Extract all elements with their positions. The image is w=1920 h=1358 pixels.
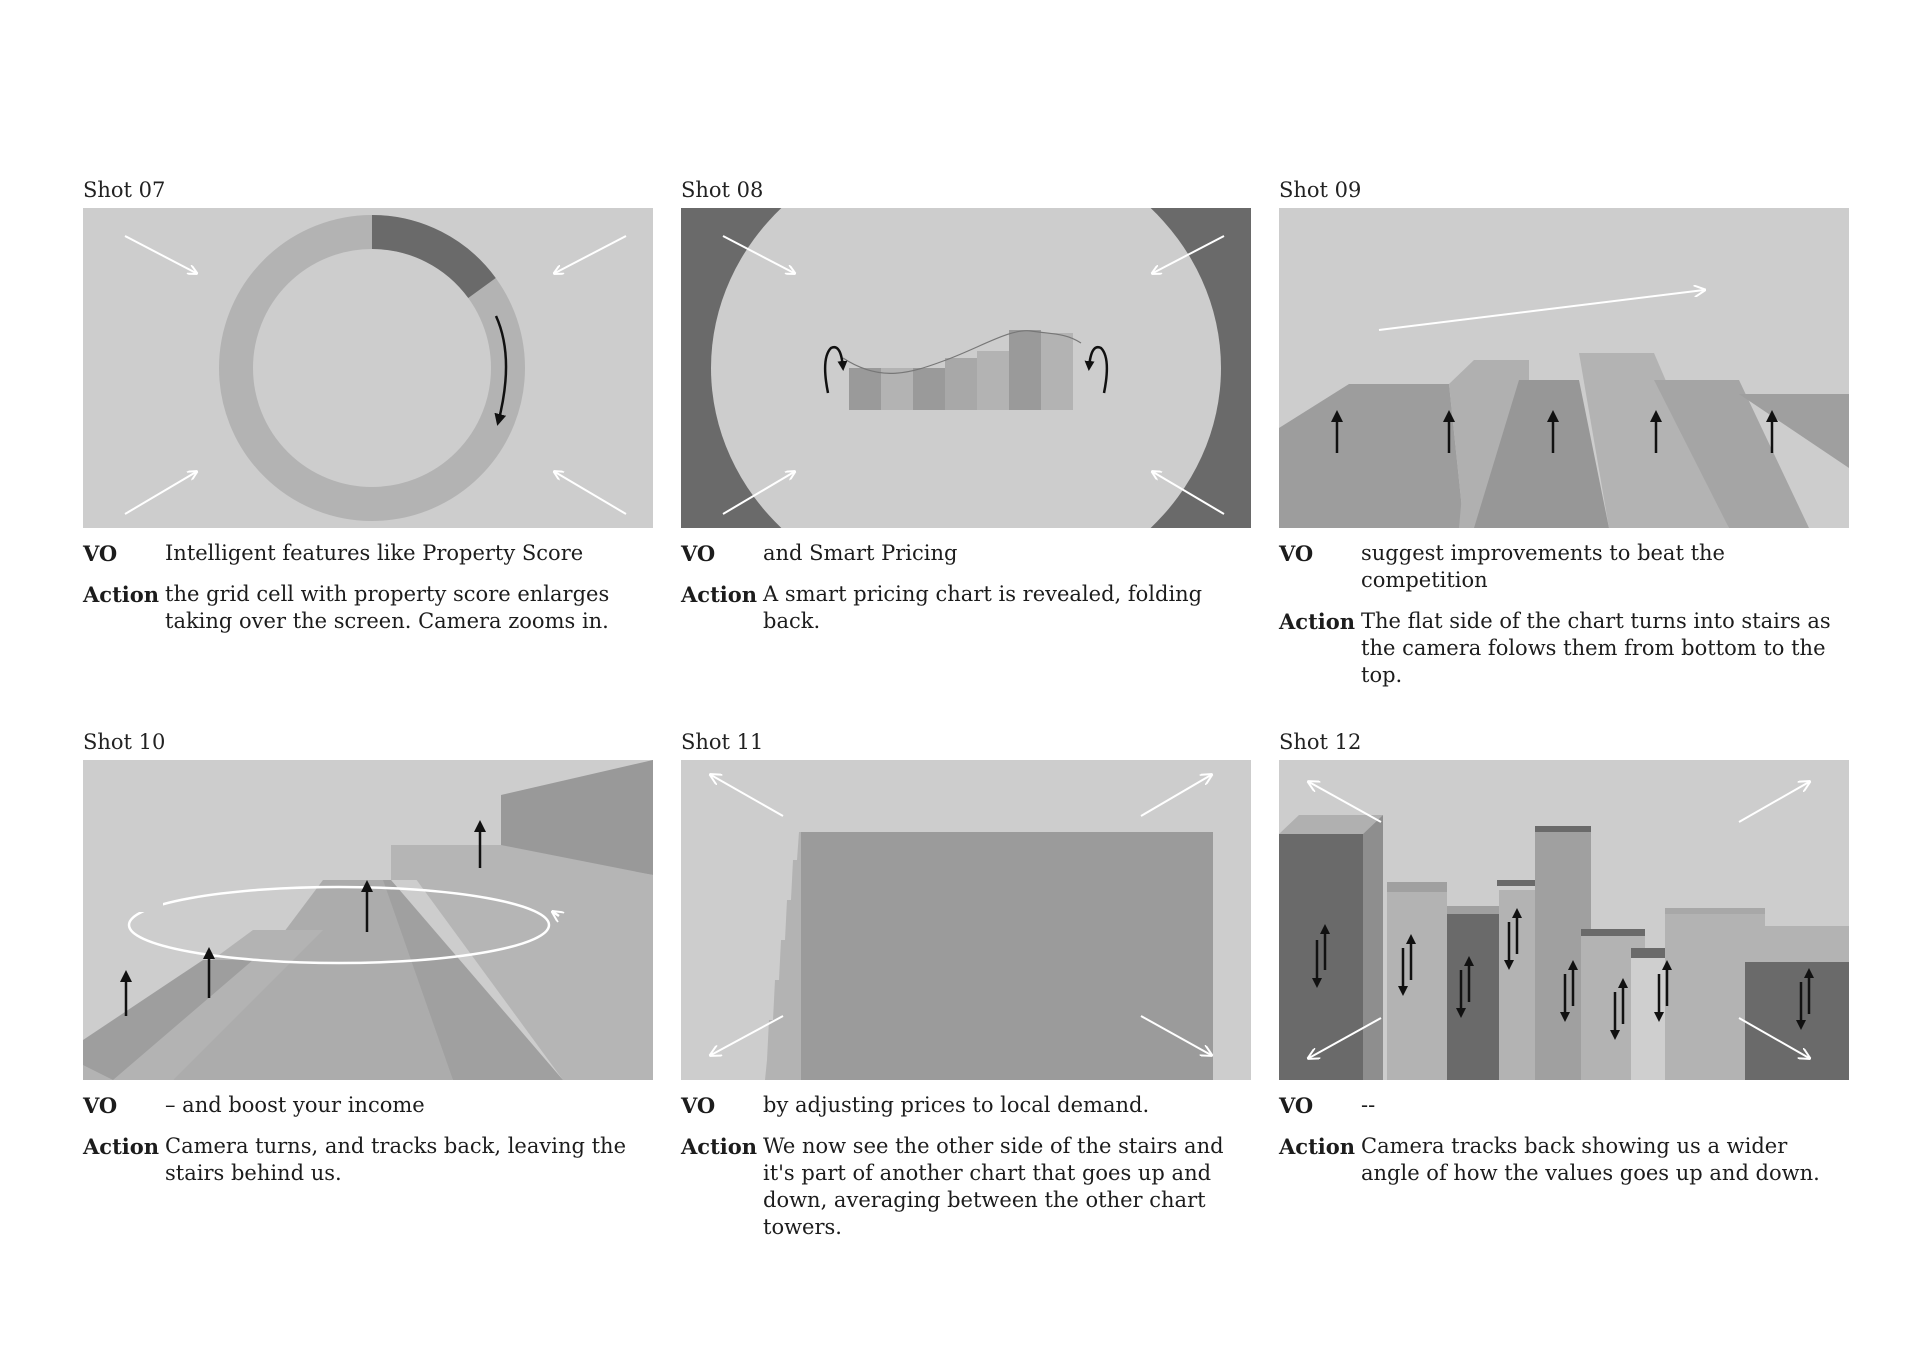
shot-title: Shot 12: [1279, 730, 1362, 754]
action-label: Action: [681, 1134, 758, 1159]
curved-arrow-icon: [494, 315, 508, 426]
property-score-ring-illustration: [83, 208, 653, 528]
zoom-in-arrows-icon: [722, 235, 1225, 515]
action-text: The flat side of the chart turns into st…: [1361, 609, 1831, 687]
action-label: Action: [83, 1134, 160, 1159]
shot-title: Shot 11: [681, 730, 764, 754]
shot-title: Shot 10: [83, 730, 166, 754]
shot-title: Shot 08: [681, 178, 764, 202]
action-text: We now see the other side of the stairs …: [763, 1134, 1224, 1239]
shot-frame: [681, 208, 1251, 528]
vo-text: – and boost your income: [165, 1093, 425, 1117]
shot-09: Shot 09: [1279, 178, 1849, 703]
chart-tower-backside: [801, 832, 1213, 1080]
score-ring-fill: [371, 215, 496, 299]
action-text: A smart pricing chart is revealed, foldi…: [763, 582, 1203, 633]
shot-08: Shot 08: [681, 178, 1251, 649]
shot-07: Shot 07: [83, 178, 653, 649]
pricing-bars: [849, 330, 1073, 410]
stairs-backside-illustration: [681, 760, 1251, 1080]
stairs-chart-illustration: [1279, 208, 1849, 528]
fold-arrow-left-icon: [823, 345, 848, 394]
vo-label: VO: [681, 1093, 716, 1118]
zoom-out-arrows-icon: [1309, 782, 1809, 1058]
trend-line: [842, 330, 1082, 375]
vo-text: by adjusting prices to local demand.: [763, 1093, 1150, 1117]
zoom-out-arrows-icon: [711, 775, 1211, 1055]
vo-text: --: [1361, 1093, 1376, 1117]
shot-12: Shot 12: [1279, 730, 1849, 1201]
shot-title: Shot 07: [83, 178, 166, 202]
zoom-in-arrows-icon: [124, 235, 627, 515]
vo-label: VO: [1279, 541, 1314, 566]
shot-frame: [681, 760, 1251, 1080]
up-arrows-icon: [1331, 410, 1778, 453]
shot-frame: [83, 760, 653, 1080]
action-label: Action: [1279, 1134, 1356, 1159]
vo-text: and Smart Pricing: [763, 541, 958, 565]
stairs-orbit-illustration: [83, 760, 653, 1080]
vo-text: suggest improvements to beat the competi…: [1361, 541, 1725, 592]
chart-towers: [1279, 815, 1849, 1080]
shot-10: Shot 10: [83, 730, 653, 1201]
shot-frame: [83, 208, 653, 528]
vo-label: VO: [83, 1093, 118, 1118]
vo-label: VO: [1279, 1093, 1314, 1118]
shot-title: Shot 09: [1279, 178, 1362, 202]
camera-path-arrow-icon: [1378, 290, 1704, 331]
vo-text: Intelligent features like Property Score: [165, 541, 584, 565]
shot-frame: [1279, 208, 1849, 528]
up-arrows-icon: [120, 820, 486, 1016]
fold-arrow-right-icon: [1084, 345, 1109, 394]
vo-label: VO: [681, 541, 716, 566]
action-text: Camera tracks back showing us a wider an…: [1361, 1134, 1820, 1185]
action-text: the grid cell with property score enlarg…: [165, 582, 610, 633]
shot-frame: [1279, 760, 1849, 1080]
chart-towers-illustration: [1279, 760, 1849, 1080]
action-label: Action: [1279, 609, 1356, 634]
smart-pricing-chart-illustration: [681, 208, 1251, 528]
action-text: Camera turns, and tracks back, leaving t…: [165, 1134, 626, 1185]
up-down-arrows-icon: [1312, 908, 1814, 1040]
shot-11: Shot 11 VO: [681, 730, 1251, 1255]
action-label: Action: [83, 582, 160, 607]
action-label: Action: [681, 582, 758, 607]
orbit-path-icon: [127, 885, 551, 965]
vo-label: VO: [83, 541, 118, 566]
